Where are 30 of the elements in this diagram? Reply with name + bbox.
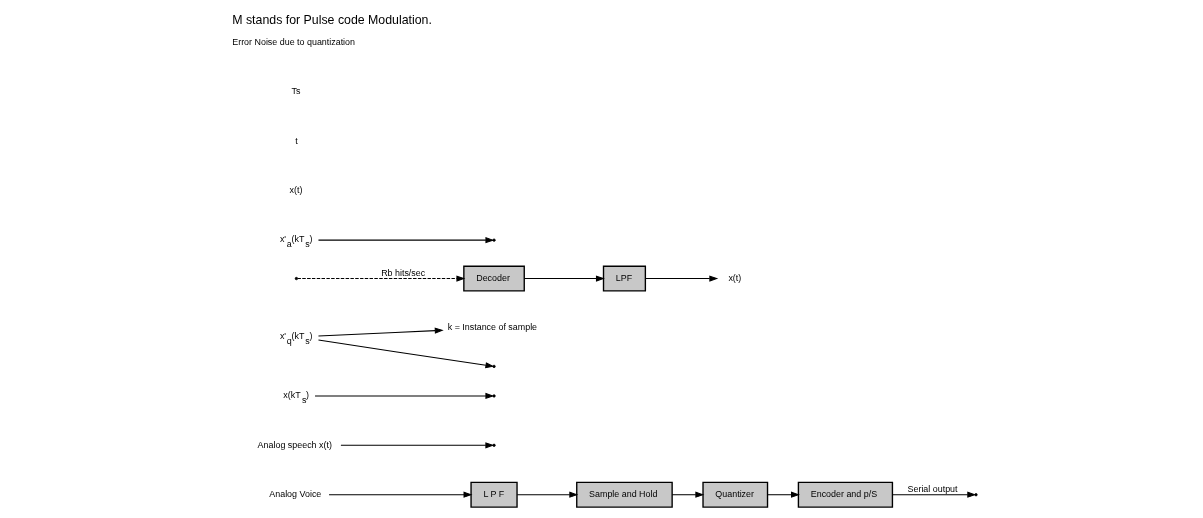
arrow bbox=[317, 339, 494, 369]
arrow bbox=[328, 491, 472, 498]
node-box: Decoder bbox=[462, 265, 525, 292]
arrow bbox=[671, 491, 704, 498]
arrow bbox=[296, 275, 465, 282]
node-box: Quantizer bbox=[701, 481, 768, 508]
arrow bbox=[516, 491, 578, 498]
label: t bbox=[294, 135, 298, 146]
node-box: Sample and Hold bbox=[575, 481, 673, 508]
label: Ts bbox=[291, 86, 300, 97]
arrow bbox=[314, 392, 494, 400]
edge-label: Serial output bbox=[907, 484, 958, 495]
diagram-title: M stands for Pulse code Modulation. bbox=[231, 12, 432, 27]
node-text: k = Instance of sample bbox=[447, 322, 537, 333]
node-text: x(t) bbox=[727, 272, 741, 283]
arrow bbox=[317, 327, 444, 337]
node-box: L P F bbox=[469, 481, 518, 508]
label: x(t) bbox=[289, 185, 302, 196]
edge-label: Rb hits/sec bbox=[380, 268, 425, 279]
arrow bbox=[891, 491, 976, 498]
arrow bbox=[644, 275, 718, 282]
label: Error Noise due to quantization bbox=[231, 36, 355, 47]
node-text: Analog speech x(t) bbox=[257, 439, 332, 450]
node-text: Analog Voice bbox=[268, 489, 321, 500]
arrow bbox=[766, 491, 800, 498]
arrow bbox=[317, 237, 494, 244]
node-box: LPF bbox=[602, 265, 646, 292]
arrow bbox=[339, 442, 494, 449]
arrow bbox=[523, 275, 605, 282]
node-box: Encoder and p/S bbox=[797, 481, 893, 508]
